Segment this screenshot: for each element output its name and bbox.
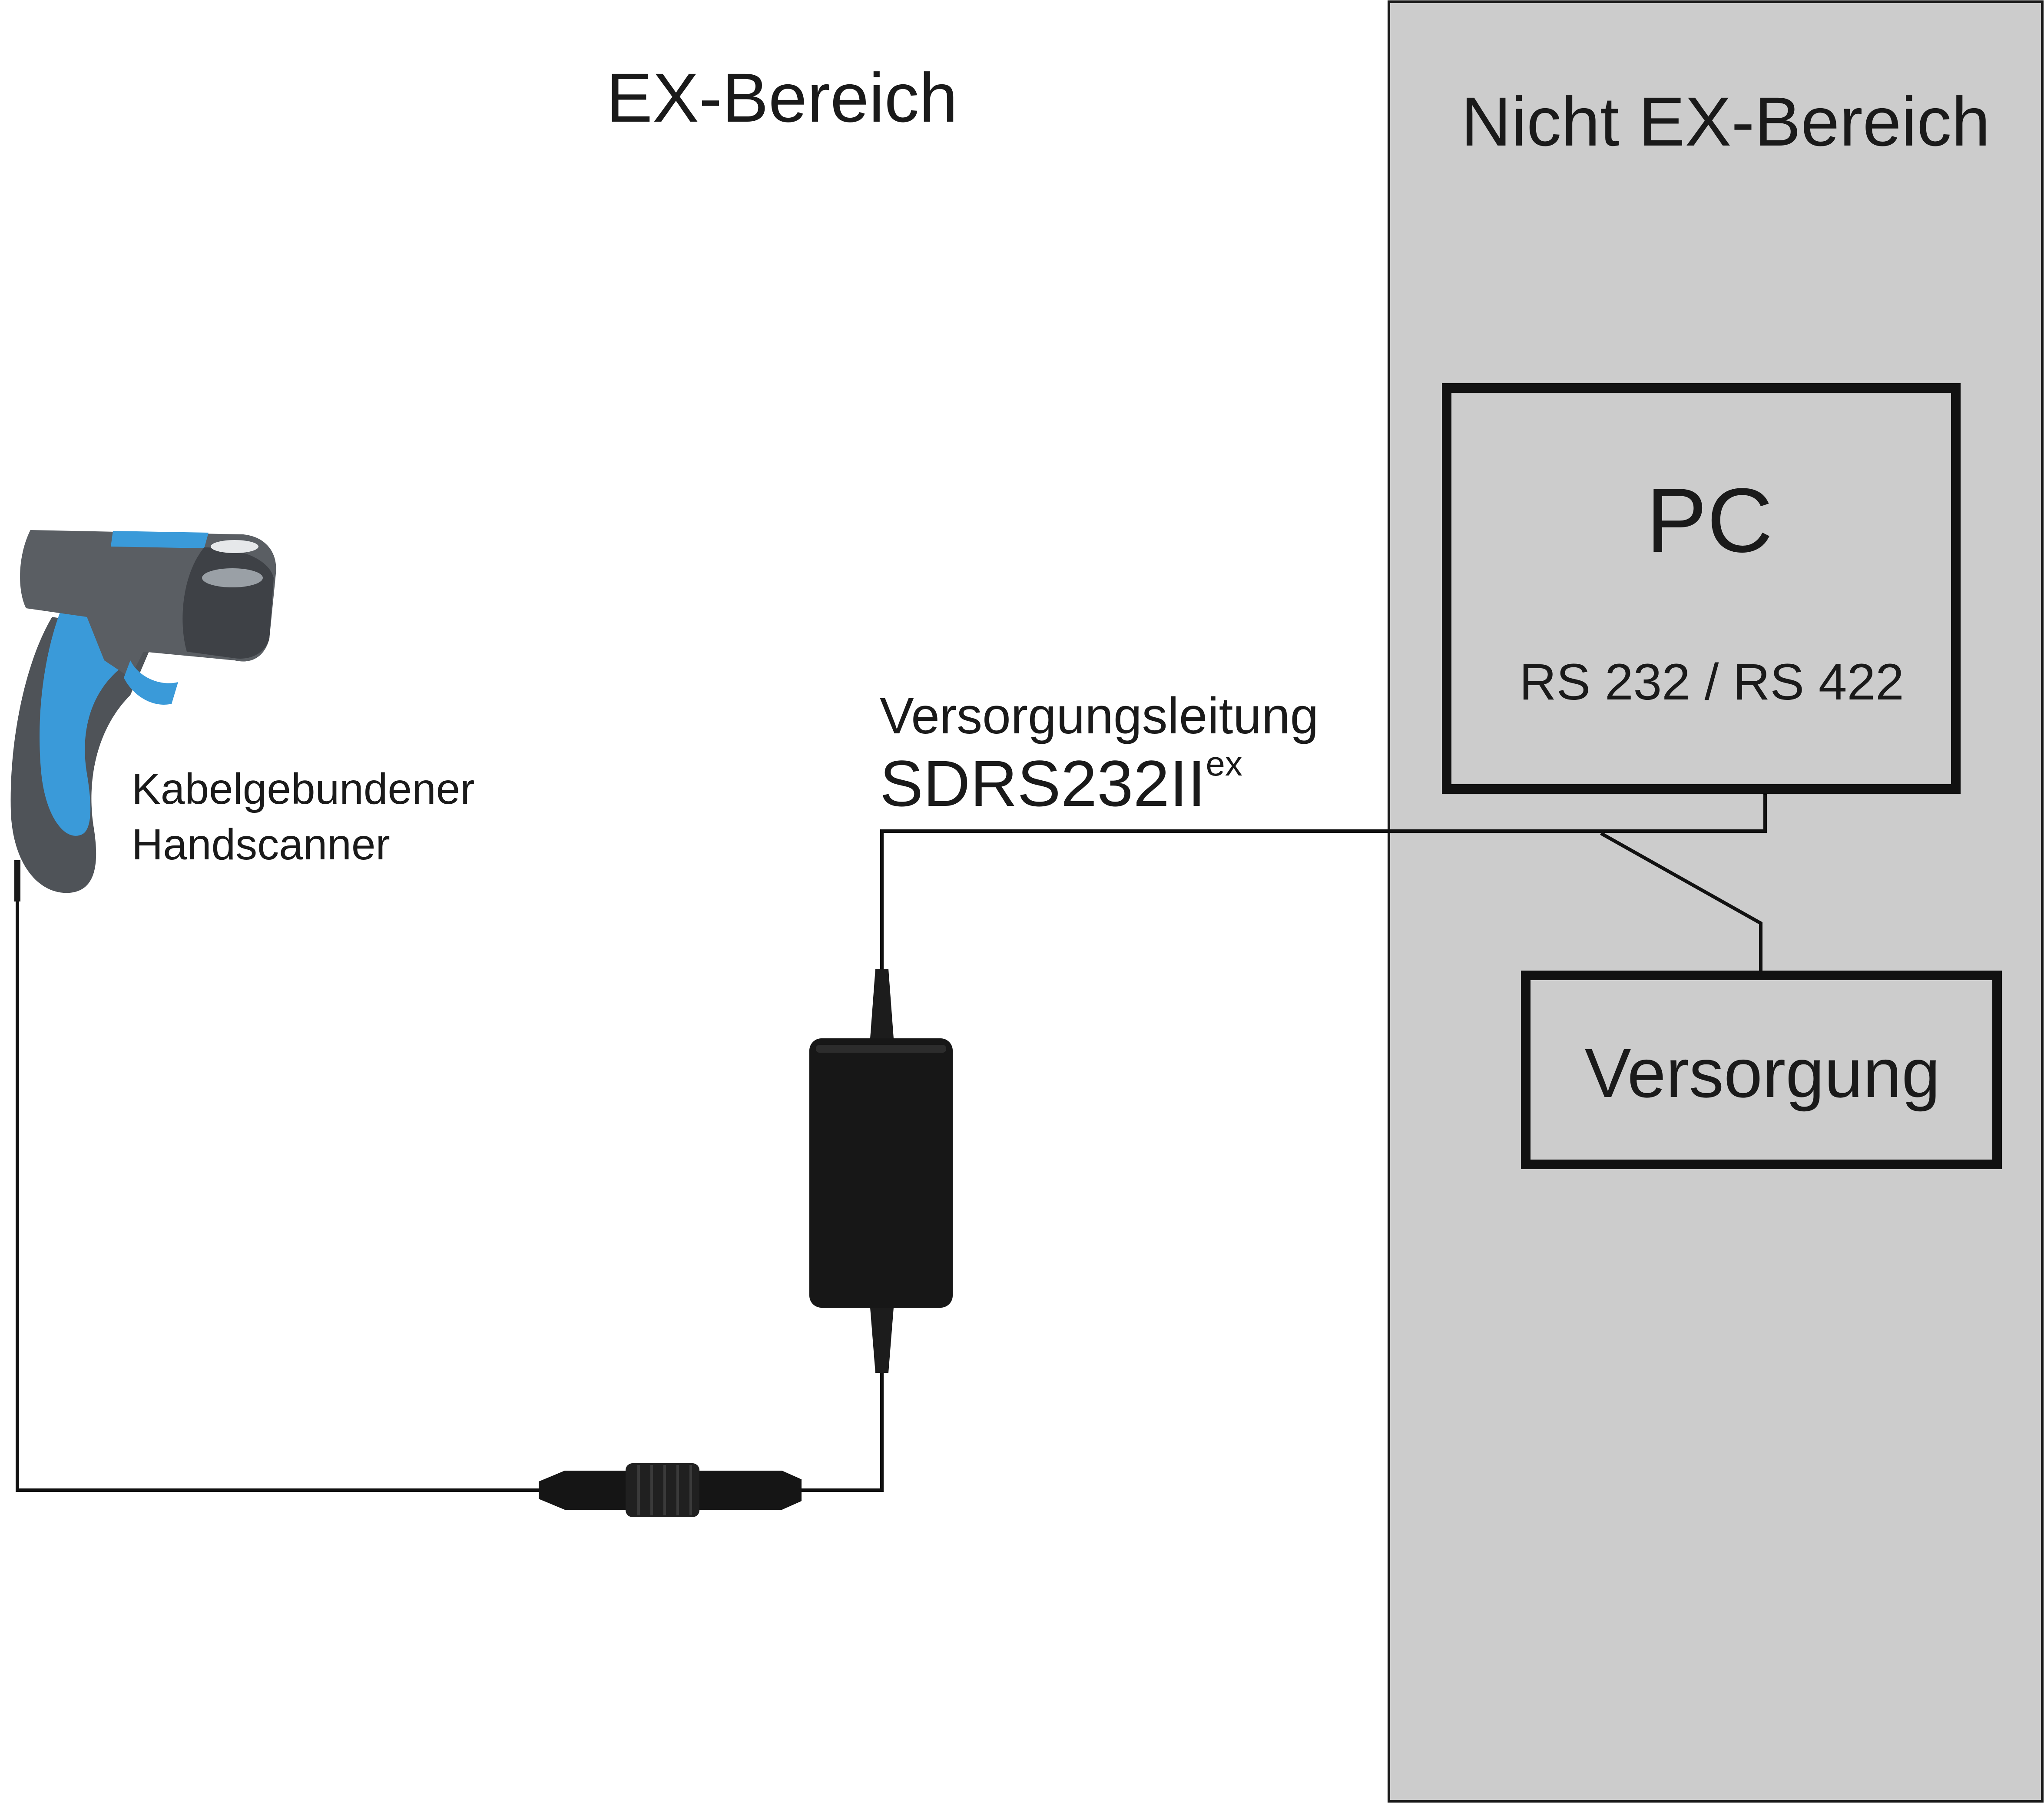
adapter-highlight [816,1045,946,1053]
cable-label-line1: Versorgungsleitung [880,687,1318,745]
connector-right-plug [699,1471,802,1510]
scanner-to-connector-wire [16,899,541,1492]
non-ex-zone-panel [1388,0,2044,1803]
pc-to-adapter-wire [880,794,1767,973]
supply-label: Versorgung [1585,1034,1940,1112]
adapter-bottom-strain-relief [870,1308,894,1373]
pc-box [1442,383,1961,794]
power-adapter-box-icon [809,969,953,1373]
adapter-top-strain-relief [870,969,894,1038]
connector-knurled-ring [626,1463,699,1517]
adapter-body [809,1038,953,1308]
ex-zone-label: EX-Bereich [606,59,957,136]
scanner-trigger [124,660,178,705]
cable-connector-icon [539,1463,802,1517]
scanner-window [202,568,263,587]
scanner-label-line1: Kabelgebundener [132,765,475,813]
wiring [16,794,1767,1492]
supply-to-cable-wire [1600,832,1762,975]
pc-interfaces-label: RS 232 / RS 422 [1519,653,1904,711]
scanner-top-stripe [111,531,209,548]
scanner-nose [182,547,274,659]
connector-ring-grooves [637,1465,692,1515]
adapter-to-connector-wire [799,1364,884,1492]
pc-title: PC [1646,469,1773,571]
connector-left-plug [539,1471,626,1510]
scanner-badge [211,540,258,553]
scanner-label-line2: Handscanner [132,820,390,869]
handheld-barcode-scanner-icon [10,530,276,902]
non-ex-zone-label: Nicht EX-Bereich [1461,83,1990,160]
cable-model-label: SDRS232IIex [880,744,1242,820]
cable-model: SDRS232II [880,747,1206,820]
cable-model-superscript: ex [1206,744,1242,783]
